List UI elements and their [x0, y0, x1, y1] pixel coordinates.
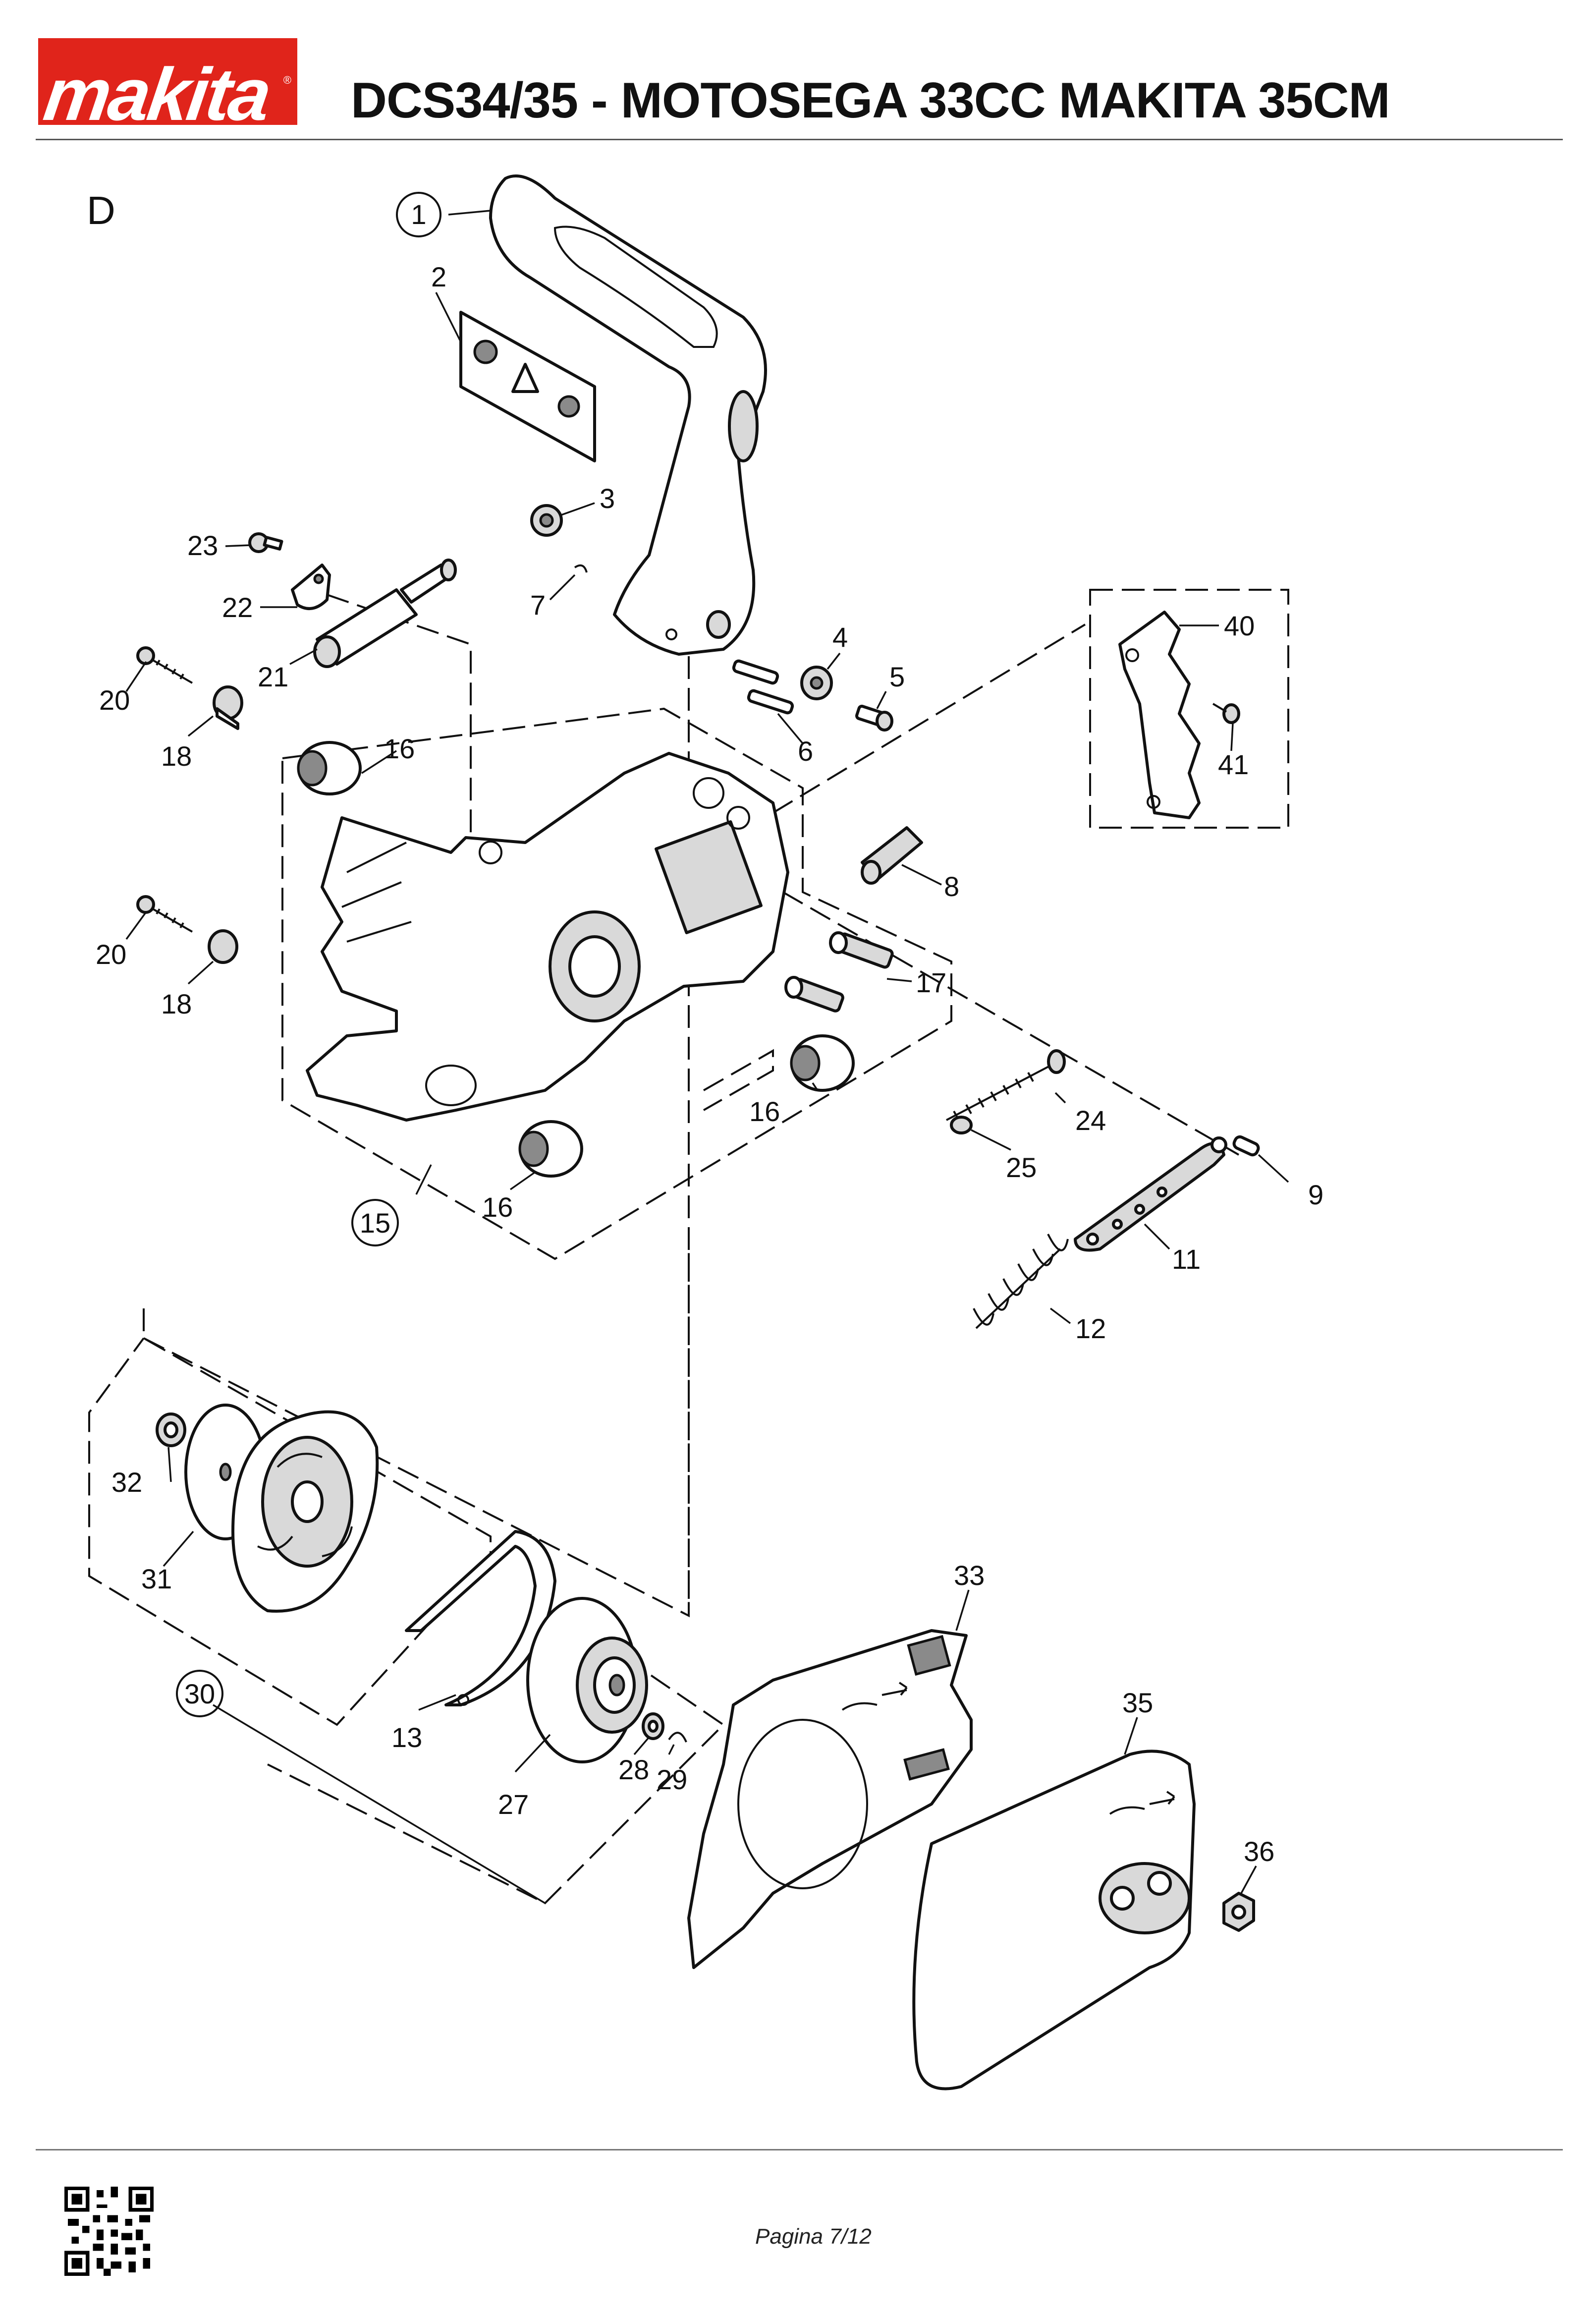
label-25: 25 — [1006, 1152, 1037, 1183]
part-17-studs — [784, 931, 894, 1013]
spike-bar-link — [772, 623, 1086, 814]
part-8-clip — [861, 826, 923, 885]
qr-code-icon — [64, 2187, 154, 2276]
label-18-lower: 18 — [161, 988, 192, 1019]
part-5-screw — [855, 704, 893, 732]
part-25-nut — [950, 1116, 973, 1134]
footer-divider — [36, 2149, 1563, 2150]
callout-circle-1 — [396, 192, 441, 237]
label-32: 32 — [111, 1467, 142, 1498]
page-title: DCS34/35 - MOTOSEGA 33CC MAKITA 35CM — [351, 73, 1390, 128]
label-5: 5 — [889, 661, 905, 692]
part-11-link — [1074, 1136, 1227, 1252]
label-24: 24 — [1075, 1105, 1106, 1136]
label-16-bottom: 16 — [482, 1191, 513, 1223]
part-23-screw — [248, 532, 283, 553]
part-20-screw-upper — [136, 646, 193, 684]
label-13: 13 — [391, 1722, 422, 1753]
label-16-right: 16 — [749, 1096, 780, 1127]
part-29-clip — [668, 1732, 687, 1743]
label-30: 30 — [184, 1678, 215, 1709]
part-16-damper-top — [297, 741, 362, 795]
label-36: 36 — [1244, 1836, 1274, 1867]
part-7-clip — [574, 564, 588, 573]
part-20-screw-lower — [136, 895, 193, 933]
part-6-pins — [732, 659, 794, 715]
clutch-group-outline — [88, 1308, 492, 1726]
label-12: 12 — [1075, 1313, 1106, 1344]
brand-logo: makita ® — [38, 38, 297, 125]
part-handle — [489, 174, 767, 656]
label-23: 23 — [187, 530, 218, 561]
part-40-spike-bar — [1118, 611, 1201, 819]
label-18-upper: 18 — [161, 740, 192, 772]
part-27-clutch-drum — [526, 1597, 648, 1763]
part-18-bushing-lower — [208, 929, 238, 964]
part-4-bushing — [800, 666, 833, 700]
page-number: Pagina 7/12 — [755, 2224, 872, 2249]
label-31: 31 — [141, 1563, 172, 1594]
part-9-pin — [1232, 1135, 1260, 1157]
callout-circle-15 — [351, 1199, 399, 1246]
part-33-inner-cover — [687, 1629, 973, 1969]
label-20-lower: 20 — [96, 939, 126, 970]
label-9: 9 — [1308, 1179, 1323, 1210]
part-24-tensioner-screw — [946, 1049, 1066, 1121]
part-32-washer — [156, 1413, 186, 1447]
part-28-washer — [642, 1712, 664, 1740]
part-13-brake-band — [405, 1530, 556, 1706]
part-16-damper-bottom — [518, 1120, 583, 1178]
part-18-bushing-upper — [213, 685, 243, 730]
part-21-bolt-sleeve — [313, 559, 457, 668]
part-3-grommet — [530, 504, 563, 537]
label-2: 2 — [431, 261, 446, 292]
part-30-clutch — [231, 1410, 379, 1613]
label-16-top: 16 — [384, 733, 415, 764]
label-4: 4 — [832, 622, 848, 653]
label-17: 17 — [916, 967, 946, 998]
part-16-damper-right — [790, 1034, 855, 1092]
label-3: 3 — [600, 483, 615, 514]
part-warning-label — [459, 311, 596, 462]
label-21: 21 — [258, 661, 288, 692]
label-41: 41 — [1218, 749, 1249, 780]
chain-tensioner-link — [782, 891, 1239, 1156]
label-1: 1 — [411, 199, 426, 230]
callout-circle-30 — [176, 1670, 223, 1717]
leader-lines — [125, 210, 1289, 1904]
label-8: 8 — [944, 871, 959, 902]
label-15: 15 — [360, 1207, 390, 1239]
part-12-spring — [973, 1234, 1069, 1329]
crankcase-group-outline — [281, 707, 952, 1260]
label-11: 11 — [1172, 1243, 1201, 1275]
label-35: 35 — [1122, 1687, 1153, 1718]
part-15-crankcase — [306, 752, 789, 1122]
label-33: 33 — [954, 1560, 985, 1591]
spike-bar-box — [1089, 589, 1289, 829]
mount-inner-outline — [703, 1049, 774, 1111]
label-20-upper: 20 — [99, 684, 130, 716]
label-7: 7 — [530, 589, 546, 621]
label-40: 40 — [1224, 610, 1255, 641]
section-letter: D — [87, 188, 115, 232]
part-36-nut — [1222, 1892, 1255, 1932]
label-28: 28 — [618, 1754, 649, 1785]
part-labels: 1 2 3 7 4 5 6 8 9 11 12 13 15 16 16 16 1… — [96, 199, 1323, 1867]
label-6: 6 — [798, 735, 813, 767]
part-22-clamp — [291, 564, 331, 610]
label-27: 27 — [498, 1789, 529, 1820]
part-35-outer-cover — [912, 1750, 1196, 2091]
header-divider — [36, 139, 1563, 140]
label-29: 29 — [657, 1764, 687, 1795]
label-22: 22 — [222, 592, 253, 623]
registered-mark: ® — [283, 74, 291, 86]
part-41-screw — [1212, 703, 1240, 724]
